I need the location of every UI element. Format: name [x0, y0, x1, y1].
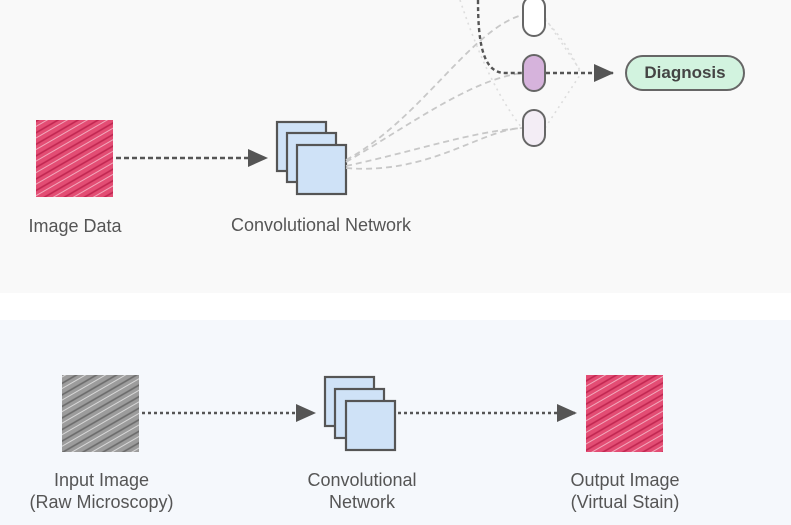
conv-network-label-bottom: Convolutional Network [282, 469, 442, 513]
network-to-node-connections [345, 14, 523, 170]
output-image-label: Output Image (Virtual Stain) [545, 469, 705, 513]
output-node-top [522, 0, 546, 37]
conv-network-label-line1: Convolutional [307, 470, 417, 490]
output-image-label-line1: Output Image [570, 470, 680, 490]
output-image-label-line2: (Virtual Stain) [570, 492, 680, 512]
input-image-label: Input Image (Raw Microscopy) [10, 469, 193, 513]
conv-network-icon [275, 120, 348, 196]
input-image-label-line2: (Raw Microscopy) [29, 492, 174, 512]
virtual-stain-image [586, 375, 663, 452]
selected-path-line [476, 0, 522, 75]
node-interconnections [459, 0, 581, 129]
classification-panel [0, 0, 791, 293]
input-image-label-line1: Input Image [53, 470, 150, 490]
diagnosis-output: Diagnosis [625, 55, 745, 91]
output-node-bottom [522, 109, 546, 147]
conv-network-icon-bottom [323, 375, 397, 452]
conv-network-label-line2: Network [328, 492, 395, 512]
raw-microscopy-image [62, 375, 139, 452]
conv-network-label: Convolutional Network [230, 215, 412, 235]
stained-tissue-image [36, 120, 113, 197]
image-data-label: Image Data [28, 216, 122, 236]
output-node-selected [522, 54, 546, 92]
